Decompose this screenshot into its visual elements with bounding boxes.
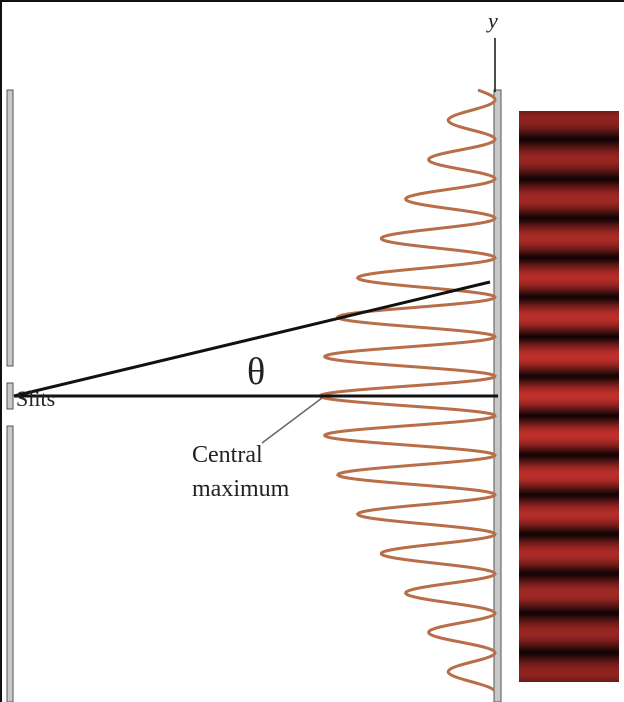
slits-label: Slits (16, 386, 55, 411)
central-max-label-line1: Central (192, 442, 263, 468)
central-max-label-line2: maximum (192, 476, 290, 502)
theta-label: θ (247, 351, 265, 393)
angle-ray (13, 280, 491, 398)
central-max-leader (261, 397, 323, 444)
fringe-strip (519, 111, 619, 682)
intensity-curve (317, 88, 497, 692)
slit-barrier (6, 89, 14, 702)
y-axis-label: y (486, 8, 498, 33)
barrier-lower (6, 425, 14, 702)
barrier-middle (6, 382, 14, 410)
fringe-pattern (519, 111, 619, 682)
barrier-upper (6, 89, 14, 367)
